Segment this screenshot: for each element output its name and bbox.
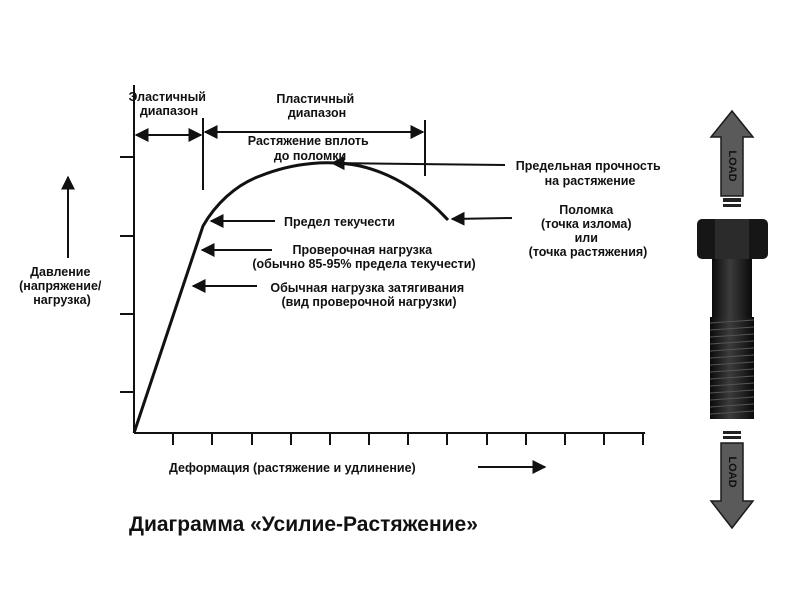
annotation-arrows	[61, 156, 547, 474]
bolt-thread	[710, 317, 754, 419]
stretch-to-break-label: Растяжение вплоть до поломки	[248, 134, 372, 163]
breakage-arrow	[450, 211, 513, 226]
breakage-label: Поломка (точка излома) или (точка растяж…	[529, 203, 648, 259]
load-arrow-up-shape	[709, 109, 755, 197]
tightening-load-label: Обычная нагрузка затягивания (вид провер…	[270, 281, 467, 309]
proof-load-label: Проверочная нагрузка (обычно 85-95% пред…	[252, 243, 475, 271]
bolt-thread-lines-top	[723, 198, 741, 202]
bolt	[697, 198, 768, 439]
load-arrow-up: LOAD	[709, 109, 755, 197]
load-bottom-label: LOAD	[726, 456, 738, 487]
plastic-range-label: Пластичный диапазон	[276, 92, 357, 120]
ultimate-strength-arrow	[330, 156, 506, 171]
bolt-head-facet	[715, 219, 749, 259]
bolt-thread-lines-bottom2	[723, 436, 741, 439]
bolt-thread-ridges	[709, 319, 755, 415]
diagram-title: Диаграмма «Усилие-Растяжение»	[129, 513, 478, 536]
yield-point-label: Предел текучести	[284, 215, 395, 229]
axes	[120, 85, 645, 445]
x-axis-label: Деформация (растяжение и удлинение)	[169, 461, 416, 475]
y-axis-label: Давление (напряжение/ нагрузка)	[19, 265, 105, 307]
bolt-shank	[712, 259, 752, 317]
bolt-thread-lines-top2	[723, 204, 741, 207]
bolt-thread-lines-bottom	[723, 431, 741, 434]
ultimate-strength-label: Предельная прочность на растяжение	[516, 159, 664, 188]
load-top-label: LOAD	[726, 150, 738, 181]
stress-strain-curve	[132, 161, 450, 434]
load-arrow-down: LOAD	[709, 442, 755, 530]
load-arrow-down-shape	[709, 442, 755, 530]
elastic-range-label: Эластичный диапазон	[129, 90, 210, 118]
range-brackets	[134, 118, 426, 190]
